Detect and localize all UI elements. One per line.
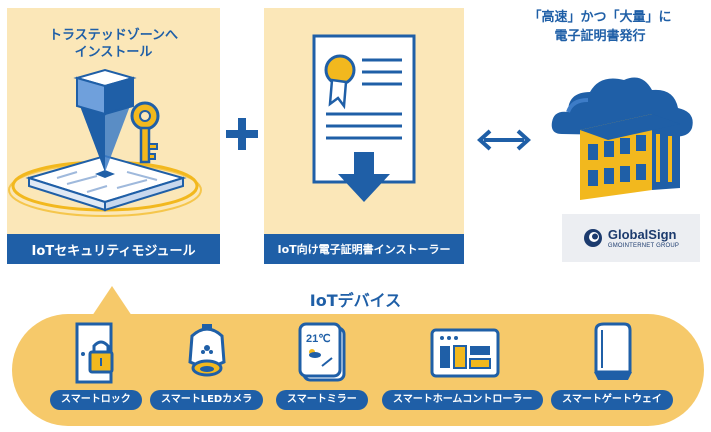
installer-panel: IoT向け電子証明書インストーラー [264,8,464,264]
globalsign-mark-icon [583,229,602,247]
module-panel: トラステッドゾーンへ インストール IoTセキュリティモジュール [7,8,220,264]
device-smart-lock: スマートロック [50,322,142,410]
smart-mirror-icon: 21℃ [298,322,346,382]
module-panel-title: トラステッドゾーンへ インストール [48,28,179,60]
home-controller-icon [430,328,500,378]
chip-key-illustration [8,68,202,217]
device-label-smart-lock: スマートロック [50,390,142,410]
device-smart-mirror: 21℃ スマートミラー [276,322,368,410]
devices-title: IoTデバイス [309,291,402,310]
mirror-temperature: 21℃ [306,333,331,345]
module-panel-label: IoTセキュリティモジュール [7,234,220,264]
globalsign-logo: GlobalSign GMOINTERNET GROUP [562,214,700,262]
smart-lock-icon [75,322,114,384]
device-label-smart-camera: スマートLEDカメラ [150,390,264,410]
bidirectional-arrow-icon [477,129,531,151]
cloud-title: 「高速」かつ「大量」に 電子証明書発行 [528,10,672,44]
device-label-home-controller: スマートホームコントローラー [382,390,544,410]
device-home-controller: スマートホームコントローラー [382,322,544,410]
device-label-smart-mirror: スマートミラー [276,390,368,410]
plus-icon [226,118,258,150]
smart-camera-icon [188,324,226,377]
installer-panel-label: IoT向け電子証明書インストーラー [264,234,464,264]
device-label-smart-gateway: スマートゲートウェイ [551,390,673,410]
speech-bubble-tip [92,286,132,316]
logo-subtitle: GMOINTERNET GROUP [607,242,680,249]
download-arrow-icon [338,152,390,202]
cloud-building-icon [551,77,693,200]
logo-name: GlobalSign [607,226,677,242]
smart-gateway-icon [594,322,632,380]
device-smart-gateway: スマートゲートウェイ [550,322,674,410]
certificate-icon [312,34,416,202]
key-icon [130,101,160,164]
device-smart-camera: スマートLEDカメラ [150,322,264,410]
